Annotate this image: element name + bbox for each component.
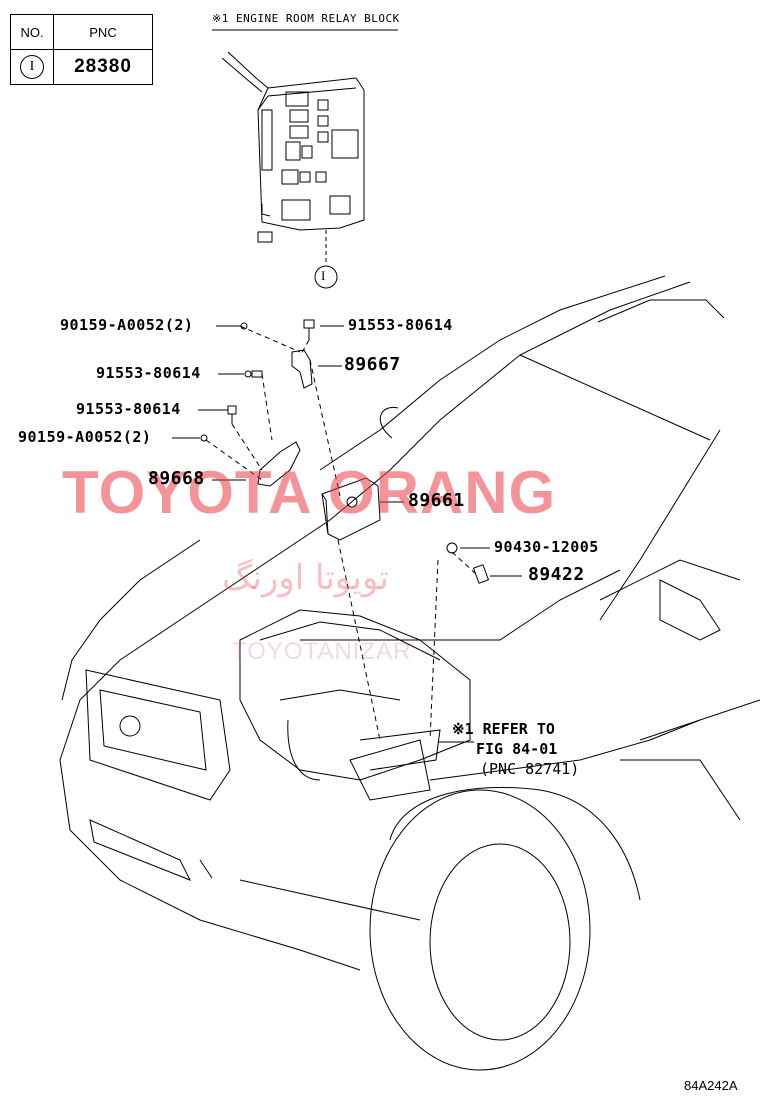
table-cell-pnc: 28380 — [53, 49, 153, 85]
relay-block-caption: ※1 ENGINE ROOM RELAY BLOCK — [212, 12, 400, 25]
figure-code: 84A242A — [684, 1078, 738, 1093]
part-label-91553-80614-upper: 91553-80614 — [348, 316, 453, 334]
part-label-89667: 89667 — [344, 354, 401, 375]
relay-callout-label: I — [321, 268, 326, 283]
part-label-90430-12005: 90430-12005 — [494, 538, 599, 556]
ecu-drawing — [321, 477, 381, 541]
part-label-90159-a0052-lower: 90159-A0052(2) — [18, 428, 152, 446]
leader-lines — [172, 325, 522, 743]
refer-note-line1: ※1 REFER TO — [452, 720, 555, 738]
part-label-89668: 89668 — [148, 468, 205, 489]
part-label-91553-80614-middle: 91553-80614 — [96, 364, 201, 382]
refer-note-line3: (PNC 82741) — [480, 760, 580, 778]
relay-block-drawing — [221, 51, 365, 243]
watermark-sub: TOYOTANIZAR — [232, 638, 412, 665]
pnc-table: NO. PNC I 28380 — [10, 14, 153, 85]
part-label-89661: 89661 — [408, 490, 465, 511]
column-header-pnc: PNC — [53, 14, 153, 50]
watermark-persian: تویوتا اورنگ — [222, 558, 389, 598]
guide-lines — [205, 325, 477, 741]
part-label-89422: 89422 — [528, 564, 585, 585]
watermark-main: TOYOTA ORANG — [62, 459, 557, 526]
callout-circle: I — [20, 55, 44, 79]
part-label-91553-80614-lower: 91553-80614 — [76, 400, 181, 418]
refer-note-line2: FIG 84-01 — [476, 740, 558, 758]
column-header-no: NO. — [10, 14, 54, 50]
relay-callout-circle — [314, 265, 338, 289]
table-cell-no: I — [10, 49, 54, 85]
vehicle-outline — [59, 275, 760, 1071]
part-label-90159-a0052-upper: 90159-A0052(2) — [60, 316, 194, 334]
